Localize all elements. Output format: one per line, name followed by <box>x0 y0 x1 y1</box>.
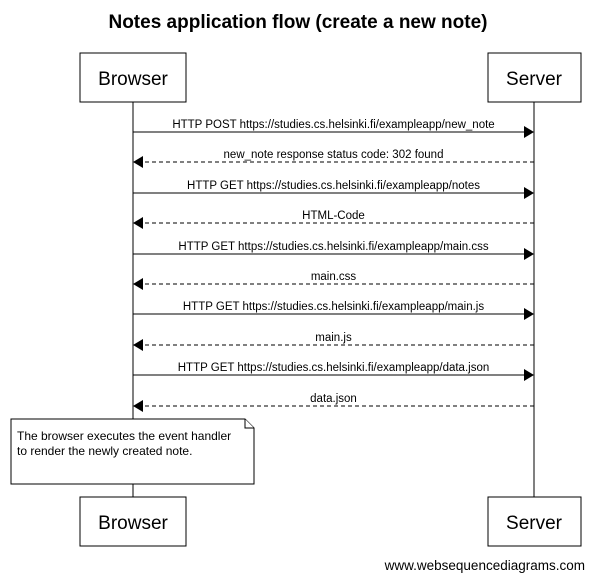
browser-participant-bottom: Browser <box>79 496 187 547</box>
note-line: to render the newly created note. <box>17 444 192 458</box>
arrowhead <box>524 126 534 138</box>
message-label: main.js <box>315 332 352 344</box>
arrowhead <box>133 217 143 229</box>
message-label: main.css <box>311 271 357 283</box>
message-label: HTTP GET https://studies.cs.helsinki.fi/… <box>187 180 480 192</box>
message-label: data.json <box>310 393 357 405</box>
message: HTTP GET https://studies.cs.helsinki.fi/… <box>133 301 534 320</box>
message: main.css <box>133 271 534 290</box>
message-label: HTTP GET https://studies.cs.helsinki.fi/… <box>178 241 488 253</box>
arrowhead <box>133 339 143 351</box>
browser-participant-label: Browser <box>98 513 168 534</box>
diagram-title: Notes application flow (create a new not… <box>108 12 487 33</box>
note: The browser executes the event handler t… <box>10 418 255 485</box>
browser-participant-label: Browser <box>98 69 168 90</box>
arrowhead <box>524 308 534 320</box>
message: data.json <box>133 393 534 412</box>
message-label: HTTP GET https://studies.cs.helsinki.fi/… <box>183 301 485 313</box>
arrowhead <box>133 156 143 168</box>
message: main.js <box>133 332 534 351</box>
server-participant-top: Server <box>487 52 582 103</box>
server-participant-label: Server <box>506 513 563 534</box>
message-list: HTTP POST https://studies.cs.helsinki.fi… <box>133 119 534 412</box>
arrowhead <box>524 248 534 260</box>
note-line: The browser executes the event handler <box>17 429 231 443</box>
arrowhead <box>524 369 534 381</box>
note-box <box>10 418 255 485</box>
message: HTML-Code <box>133 210 534 229</box>
arrowhead <box>133 400 143 412</box>
server-participant-label: Server <box>506 69 563 90</box>
message: HTTP POST https://studies.cs.helsinki.fi… <box>133 119 534 138</box>
arrowhead <box>133 278 143 290</box>
message-label: new_note response status code: 302 found <box>224 149 444 161</box>
message: new_note response status code: 302 found <box>133 149 534 168</box>
watermark: www.websequencediagrams.com <box>384 558 585 573</box>
arrowhead <box>524 187 534 199</box>
server-participant-bottom: Server <box>487 496 582 547</box>
note-fold <box>244 419 254 429</box>
message-label: HTTP GET https://studies.cs.helsinki.fi/… <box>178 362 490 374</box>
message: HTTP GET https://studies.cs.helsinki.fi/… <box>133 180 534 199</box>
message: HTTP GET https://studies.cs.helsinki.fi/… <box>133 362 534 381</box>
browser-participant-top: Browser <box>79 52 187 103</box>
message: HTTP GET https://studies.cs.helsinki.fi/… <box>133 241 534 260</box>
message-label: HTML-Code <box>302 210 365 222</box>
message-label: HTTP POST https://studies.cs.helsinki.fi… <box>172 119 494 131</box>
